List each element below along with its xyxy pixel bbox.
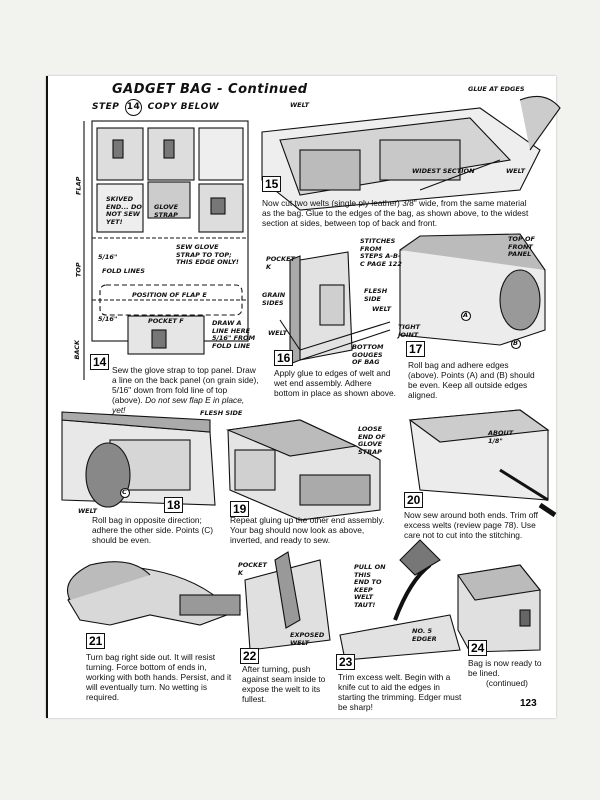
caption-24-text: Bag is now ready to be lined. <box>468 658 542 678</box>
label-welt-16b: WELT <box>268 329 288 337</box>
label-top-of-front-panel: TOP OF FRONT PANEL <box>508 235 535 258</box>
step-prefix: STEP <box>92 102 120 112</box>
figure-number-20: 20 <box>404 492 424 508</box>
caption-23: Trim excess welt. Begin with a knife cut… <box>338 672 462 712</box>
fig19-drawing <box>225 419 381 521</box>
label-pocket-f: POCKET F <box>148 317 184 325</box>
figure-number-17: 17 <box>406 341 426 357</box>
label-position-of-flap: POSITION OF FLAP E <box>132 291 207 299</box>
fig23-drawing <box>339 539 461 661</box>
caption-14-text: Sew the glove strap to top panel. Draw a… <box>112 365 259 405</box>
label-loose-end: LOOSE END OF GLOVE STRAP <box>358 425 386 456</box>
fig16-drawing <box>279 251 391 365</box>
label-pocket-k: POCKET K <box>266 255 295 271</box>
figure-number-18: 18 <box>164 497 184 513</box>
label-fold-lines: FOLD LINES <box>102 267 145 275</box>
caption-17: Roll bag and adhere edges (above). Point… <box>408 360 535 400</box>
caption-18: Roll bag in opposite direction; adhere t… <box>92 515 214 545</box>
label-dim-5-16b: 5/16" <box>98 315 118 323</box>
mark-c: C <box>122 488 127 496</box>
caption-22: After turning, push against seam inside … <box>242 664 326 704</box>
label-draw-line: DRAW A LINE HERE 5/16" FROM FOLD LINE <box>212 319 256 350</box>
page-title: GADGET BAG - Continued <box>112 82 308 97</box>
label-welt-16a: WELT <box>372 305 392 313</box>
label-side-top: TOP <box>74 262 83 278</box>
step-number: 14 <box>125 99 143 116</box>
caption-24-continued: (continued) <box>486 678 528 688</box>
label-side-flap: FLAP <box>74 176 83 195</box>
label-glue-at-edges: GLUE AT EDGES <box>468 85 525 93</box>
caption-20: Now sew around both ends. Trim off exces… <box>404 510 538 540</box>
label-welt-18: WELT <box>78 507 98 515</box>
label-glove-strap: GLOVE STRAP <box>154 203 179 219</box>
caption-24: Bag is now ready to be lined. (continued… <box>468 658 544 688</box>
label-skived-end: SKIVED END... DO NOT SEW YET! <box>106 195 142 226</box>
figure-number-22: 22 <box>240 648 260 664</box>
fig15-welt-drawing <box>261 95 561 211</box>
caption-21: Turn bag right side out. It will resist … <box>86 652 232 702</box>
caption-14: Sew the glove strap to top panel. Draw a… <box>112 365 260 415</box>
figure-number-19: 19 <box>230 501 250 517</box>
caption-19: Repeat gluing up the other end assembly.… <box>230 515 385 545</box>
fig18-drawing <box>61 411 216 508</box>
fig17-drawing <box>399 233 546 350</box>
label-bottom-gouges: BOTTOM GOUGES OF BAG <box>352 343 384 366</box>
step-line: STEP 14 COPY BELOW <box>92 99 219 116</box>
figure-number-21: 21 <box>86 633 106 649</box>
fig24-drawing <box>457 564 542 653</box>
fig14-pattern-drawing <box>83 120 249 380</box>
page-number: 123 <box>520 698 537 709</box>
mark-b: B <box>513 339 518 347</box>
label-about-1-8: ABOUT 1/8" <box>488 429 514 445</box>
label-stitches-from-steps: STITCHES FROM STEPS A-B-C PAGE 122 <box>360 237 402 268</box>
label-pull-on-this-end: PULL ON THIS END TO KEEP WELT TAUT! <box>354 563 386 609</box>
label-exposed-welt: EXPOSED WELT <box>290 631 325 647</box>
label-no5-edger: NO. 5 EDGER <box>412 627 437 643</box>
fig22-drawing <box>244 551 331 651</box>
figure-number-14: 14 <box>90 354 110 370</box>
mark-a: A <box>463 311 469 319</box>
caption-14-warning: Do not sew flap E in place, yet! <box>112 395 245 415</box>
label-welt-top: WELT <box>290 101 310 109</box>
copy-below-label: COPY BELOW <box>147 102 220 112</box>
label-pocket-k-22: POCKET K <box>238 561 267 577</box>
label-flesh-side-18: FLESH SIDE <box>200 409 243 417</box>
label-flesh-side: FLESH SIDE <box>364 287 388 303</box>
fig21-drawing <box>66 561 242 626</box>
label-welt-right: WELT <box>506 167 526 175</box>
label-dim-5-16: 5/16" <box>98 253 118 261</box>
label-tight-joint: TIGHT JOINT <box>398 323 421 339</box>
caption-16: Apply glue to edges of welt and wet end … <box>274 368 396 398</box>
figure-number-15: 15 <box>262 176 282 192</box>
label-widest-section: WIDEST SECTION <box>412 167 475 175</box>
label-side-back: BACK <box>73 339 82 360</box>
label-sew-glove-strap: SEW GLOVE STRAP TO TOP; THIS EDGE ONLY! <box>176 243 239 266</box>
figure-number-16: 16 <box>274 350 294 366</box>
fig20-drawing <box>408 409 557 518</box>
figure-number-23: 23 <box>336 654 356 670</box>
caption-15: Now cut two welts (single ply leather) 3… <box>262 198 529 228</box>
figure-number-24: 24 <box>468 640 488 656</box>
label-grain-sides: GRAIN SIDES <box>262 291 286 307</box>
